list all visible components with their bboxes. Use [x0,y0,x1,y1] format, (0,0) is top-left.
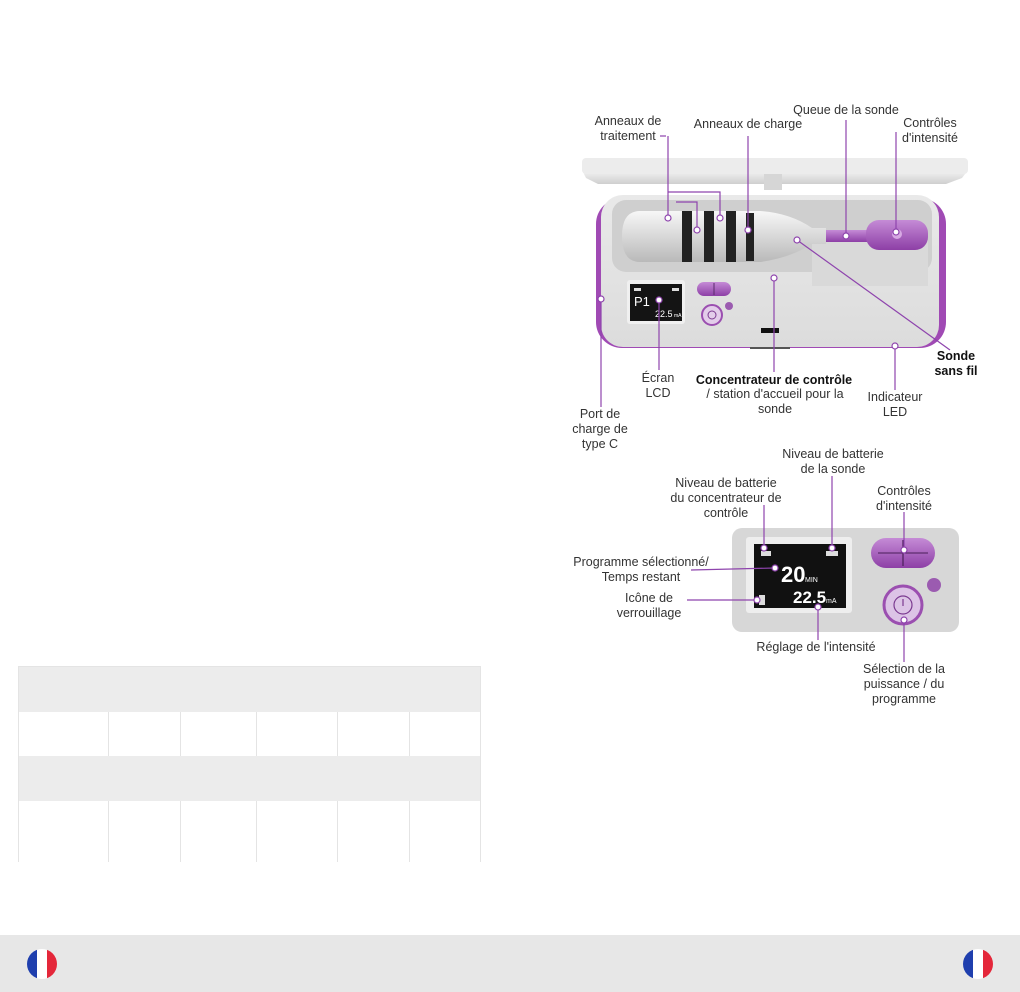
wireless-probe [622,211,928,262]
top-leader-lines [600,120,951,407]
table-row [19,801,480,862]
bottom-leader-dots [753,544,908,624]
small-lcd-screen: P1 22.5 mA [627,280,685,324]
detail-lcd-value: 22.5 [793,588,826,607]
detail-lcd-time-unit: MIN [805,577,818,584]
top-leader-dots [597,214,900,350]
label-programme-selectionne: Programme sélectionné/Temps restant [573,555,709,584]
small-lcd-program: P1 [634,294,650,309]
detail-lcd-time: 20 [781,562,805,587]
small-intensity-controls [697,282,733,326]
france-flag-icon [963,949,993,979]
table-section-row [19,756,480,801]
table-header-row [19,667,480,712]
table-row [19,712,480,756]
small-lcd-value: 22.5 [655,309,673,319]
label-concentrateur-title: Concentrateur de contrôle [695,373,853,387]
page-footer [0,935,1020,992]
empty-table [18,666,481,862]
detail-lcd-unit: mA [826,598,837,605]
france-flag-icon [27,949,57,979]
lock-icon [759,595,765,605]
small-lcd-unit: mA [674,313,682,319]
label-reglage-intensite: Réglage de l'intensité [756,640,876,654]
label-anneaux-charge: Anneaux de charge [693,117,803,131]
control-panel-detail: 20 MIN 22.5 mA [732,528,959,632]
bottom-leader-lines [687,476,905,662]
label-queue-sonde: Queue de la sonde [793,103,899,117]
